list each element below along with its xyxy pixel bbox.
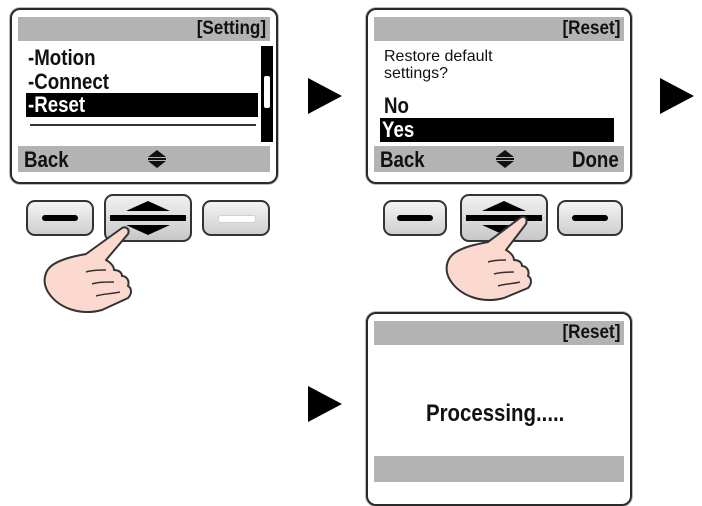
screen-title: [Reset] xyxy=(562,322,620,343)
device-screen-processing: [Reset] Processing..... xyxy=(366,312,632,506)
screen-title: [Reset] xyxy=(562,18,620,39)
minus-icon xyxy=(218,215,256,223)
right-button[interactable] xyxy=(202,200,270,236)
footer-bar: Back xyxy=(18,146,270,172)
title-bar: [Setting] xyxy=(18,17,270,41)
prompt-line-1: Restore default xyxy=(384,48,493,65)
device-screen-setting: [Setting] -Motion -Connect -Reset Back xyxy=(10,8,278,184)
screen-title: [Setting] xyxy=(196,18,266,39)
up-arrow-icon xyxy=(482,201,526,211)
minus-icon xyxy=(397,215,433,221)
minus-icon xyxy=(42,215,78,221)
device-screen-reset-confirm: [Reset] Restore default settings? No Yes… xyxy=(366,8,632,184)
prompt-line-2: settings? xyxy=(384,65,449,82)
down-arrow-icon xyxy=(126,225,170,235)
left-button[interactable] xyxy=(383,200,447,236)
minus-icon xyxy=(572,215,608,221)
pointing-hand-icon xyxy=(43,226,132,313)
up-arrow-icon xyxy=(126,201,170,211)
pointing-hand-icon xyxy=(445,215,532,301)
menu-item-motion[interactable]: -Motion xyxy=(28,45,96,70)
menu-item-reset[interactable]: -Reset xyxy=(28,92,86,117)
done-label: Done xyxy=(572,147,619,172)
scrollbar-thumb[interactable] xyxy=(264,76,270,108)
back-label: Back xyxy=(24,147,69,172)
menu-divider xyxy=(30,124,256,126)
left-button[interactable] xyxy=(26,200,94,236)
menu-item-connect[interactable]: -Connect xyxy=(28,69,110,94)
menu-item-reset-highlight[interactable] xyxy=(26,93,258,117)
back-label: Back xyxy=(380,147,425,172)
option-yes-highlight[interactable] xyxy=(380,118,614,142)
title-bar: [Reset] xyxy=(374,17,624,41)
right-button[interactable] xyxy=(557,200,623,236)
divider-line xyxy=(466,215,542,221)
option-yes[interactable]: Yes xyxy=(382,117,415,142)
processing-message: Processing..... xyxy=(426,400,565,427)
footer-bar xyxy=(374,456,624,482)
divider-line xyxy=(110,215,186,221)
flow-arrow-3 xyxy=(308,386,342,422)
flow-arrow-1 xyxy=(308,78,342,114)
flow-arrow-2 xyxy=(660,78,694,114)
footer-bar: Back Done xyxy=(374,146,624,172)
option-no[interactable]: No xyxy=(384,93,409,118)
up-down-arrow-icon xyxy=(496,150,514,168)
title-bar: [Reset] xyxy=(374,321,624,345)
up-down-arrow-icon xyxy=(148,150,166,168)
scrollbar[interactable] xyxy=(261,46,273,142)
